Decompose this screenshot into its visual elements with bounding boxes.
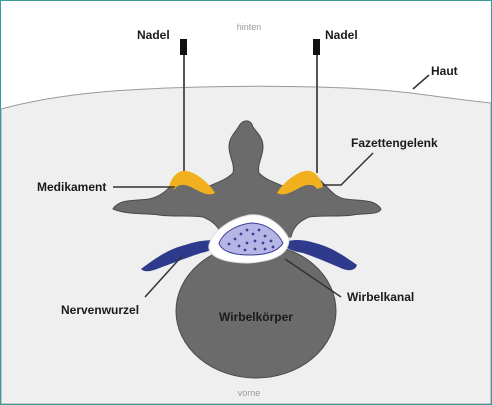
label-vorne: vorne: [238, 388, 261, 398]
leader-haut: [413, 75, 429, 89]
label-wirbelkanal: Wirbelkanal: [347, 290, 414, 304]
label-wirbelkoerper: Wirbelkörper: [219, 310, 293, 324]
label-nadel-right: Nadel: [325, 28, 358, 42]
label-nadel-left: Nadel: [137, 28, 170, 42]
label-haut: Haut: [431, 64, 458, 78]
label-hinten: hinten: [237, 22, 262, 32]
label-medikament: Medikament: [37, 180, 106, 194]
label-nervenwurzel: Nervenwurzel: [61, 303, 139, 317]
label-fazettengelenk: Fazettengelenk: [351, 136, 438, 150]
